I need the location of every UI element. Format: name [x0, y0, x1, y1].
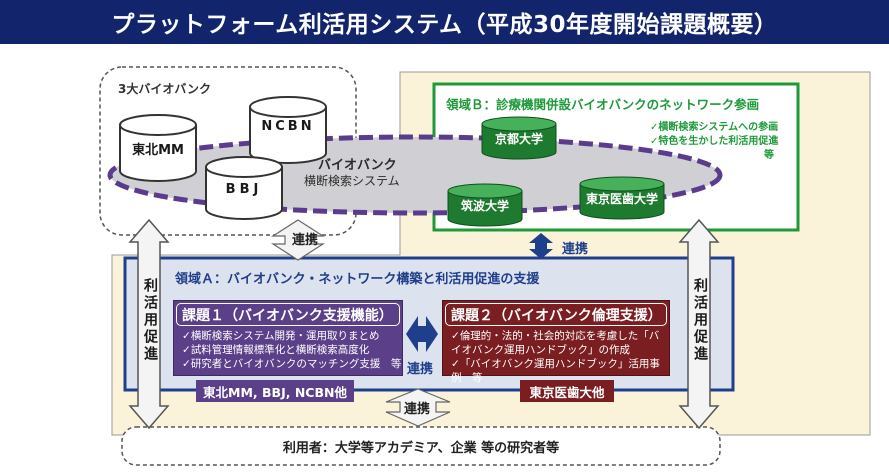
- link-label-middle: 連携: [407, 362, 434, 377]
- university-tmdu: 東京医歯大学: [585, 192, 658, 206]
- cylinder-ncbn: [249, 96, 327, 164]
- users-label: 利用者：大学等アカデミア、企業 等の研究者等: [282, 441, 560, 456]
- university-tsukuba: 筑波大学: [460, 199, 509, 213]
- task1-title-frame: [176, 303, 400, 326]
- link-arrow-middle: [406, 316, 438, 352]
- task1-bullet: 研究者とバイオバンクのマッチング支援 等: [182, 357, 402, 371]
- side-arrow-right: [678, 218, 720, 430]
- task1-bullet: 横断検索システム開発・運用取りまとめ: [182, 329, 401, 343]
- domain-b-note-1: ✓横断検索システムへの参画: [650, 122, 779, 133]
- link-label-top: 連携: [292, 233, 319, 248]
- university-kyoto: 京都大学: [494, 132, 543, 146]
- cylinder-tohoku: [119, 114, 197, 182]
- bank-label-bbj: BBJ: [225, 182, 263, 197]
- task1-bullet-text: 研究者とバイオバンクのマッチング支援 等: [190, 358, 402, 370]
- task2-bullet: 「バイオバンク運用ハンドブック」活用事例 等: [451, 357, 663, 385]
- page-title: プラットフォーム利活用システム（平成30年度開始課題概要）: [0, 0, 889, 44]
- domain-b-note-3: 等: [764, 150, 774, 161]
- users-frame: [121, 426, 721, 466]
- task2-bullets: 倫理的・法的・社会的対応を考慮した「バイオバンク運用ハンドブック」の作成 「バイ…: [451, 329, 663, 385]
- domain-b-title: 領域Ｂ：診療機関併設バイオバンクのネットワーク参画: [446, 97, 760, 112]
- domain-b-note-2: ✓特色を生かした利活用促進: [650, 136, 779, 147]
- link-label-bottom: 連携: [404, 402, 431, 417]
- task1-bullet-text: 試料管理情報標準化と横断検索高度化: [190, 344, 370, 356]
- link-arrow-top: [270, 219, 326, 261]
- task1-org: 東北MM, BBJ, NCBN他: [196, 380, 354, 402]
- task1-title: 課題１（バイオバンク支援機能）: [182, 308, 393, 324]
- task2-title-frame: [445, 303, 667, 326]
- domain-a-title: 領域Ａ：バイオバンク・ネットワーク構築と利活用促進の支援: [175, 272, 540, 287]
- task1-bullet-text: 横断検索システム開発・運用取りまとめ: [190, 330, 380, 342]
- task1-bullet: 試料管理情報標準化と横断検索高度化: [182, 343, 401, 357]
- task2-bullet-text: 倫理的・法的・社会的対応を考慮した「バイオバンク運用ハンドブック」の作成: [451, 330, 660, 356]
- task2-bullet-text: 「バイオバンク運用ハンドブック」活用事例 等: [451, 358, 660, 384]
- cross-search-line2: 横断検索システム: [304, 174, 400, 188]
- task2-bullet: 倫理的・法的・社会的対応を考慮した「バイオバンク運用ハンドブック」の作成: [451, 329, 663, 357]
- side-arrow-left: [128, 218, 170, 430]
- side-label-right: 利活用促進: [692, 278, 708, 363]
- cylinder-tmdu: [579, 176, 665, 220]
- bank-label-ncbn: NCBN: [261, 119, 315, 134]
- task1-bullets: 横断検索システム開発・運用取りまとめ 試料管理情報標準化と横断検索高度化 研究者…: [182, 329, 402, 371]
- bank-label-tohoku: 東北MM: [132, 143, 184, 158]
- link-arrow-right: [529, 233, 553, 259]
- biobank-group-label: 3大バイオバンク: [118, 82, 211, 96]
- cross-search-line1: バイオバンク: [318, 158, 397, 173]
- link-label-right: 連携: [562, 242, 589, 257]
- task2-org: 東京医歯大他: [520, 380, 614, 402]
- cylinder-bbj: [205, 156, 283, 220]
- cylinder-tsukuba: [447, 183, 523, 227]
- link-arrow-bottom: [385, 388, 451, 427]
- side-label-left: 利活用促進: [142, 278, 158, 363]
- cylinder-kyoto: [481, 116, 557, 160]
- task2-title: 課題２（バイオバンク倫理支援）: [451, 308, 662, 324]
